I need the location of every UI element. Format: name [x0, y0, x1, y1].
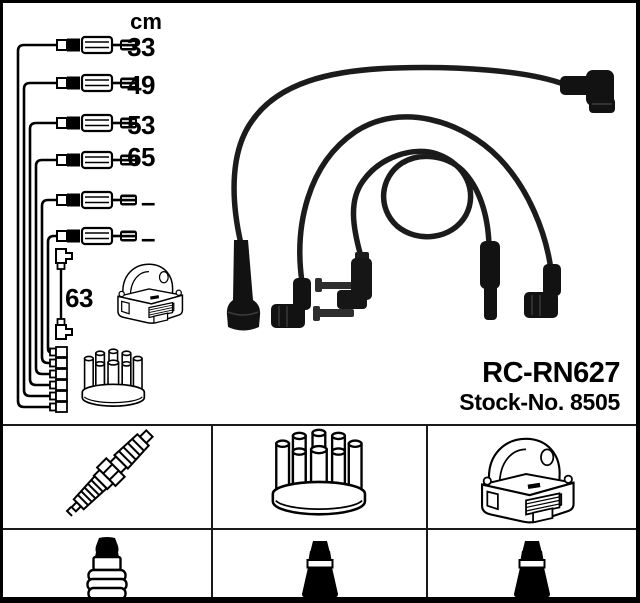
legend-cell-spark-plug-boot — [3, 530, 213, 597]
wire-schematic-diagram — [16, 35, 184, 413]
stock-number: 8505 — [570, 389, 620, 415]
distributor-side-boot-icon — [300, 540, 339, 597]
wire-length-6: – — [141, 223, 155, 253]
part-number: RC-RN627 — [482, 357, 620, 389]
coil-wire-length: 63 — [65, 283, 93, 313]
legend-cell-spark-plug — [3, 426, 213, 530]
ignition-coil-icon — [480, 437, 575, 524]
wire-length-1: 33 — [127, 32, 155, 62]
photo-boot-elbow-right — [524, 264, 561, 318]
spark-plug-boot-icon — [86, 537, 128, 597]
legend-cell-distributor-boot — [213, 530, 428, 597]
photo-boot-slim — [480, 241, 500, 320]
legend-cell-distributor-cap — [213, 426, 428, 530]
wire-length-3: 53 — [127, 110, 155, 140]
spark-plug-icon — [59, 426, 160, 524]
wire-length-5: – — [141, 187, 155, 217]
wire-routing-lines — [16, 43, 57, 409]
wire-length-4: 65 — [127, 142, 155, 172]
legend-grid — [3, 424, 636, 597]
photo-boot-straight — [226, 240, 261, 331]
stock-number-line: Stock-No. 8505 — [459, 391, 620, 414]
coil-wire-schematic — [55, 248, 73, 340]
distributor-cap-icon — [271, 428, 366, 516]
stock-label: Stock-No. — [459, 389, 564, 415]
photo-boot-elbow-left — [271, 278, 311, 328]
coil-side-boot-icon — [513, 540, 551, 597]
photo-boot-bracket-center — [313, 252, 372, 321]
wire-length-2: 49 — [127, 70, 155, 100]
wire-set-photo — [226, 64, 615, 331]
photo-cables — [231, 64, 569, 285]
unit-header: cm — [130, 9, 162, 34]
legend-cell-coil-boot — [428, 530, 636, 597]
photo-boot-elbow-top-right — [560, 70, 615, 113]
legend-cell-ignition-coil — [428, 426, 636, 530]
